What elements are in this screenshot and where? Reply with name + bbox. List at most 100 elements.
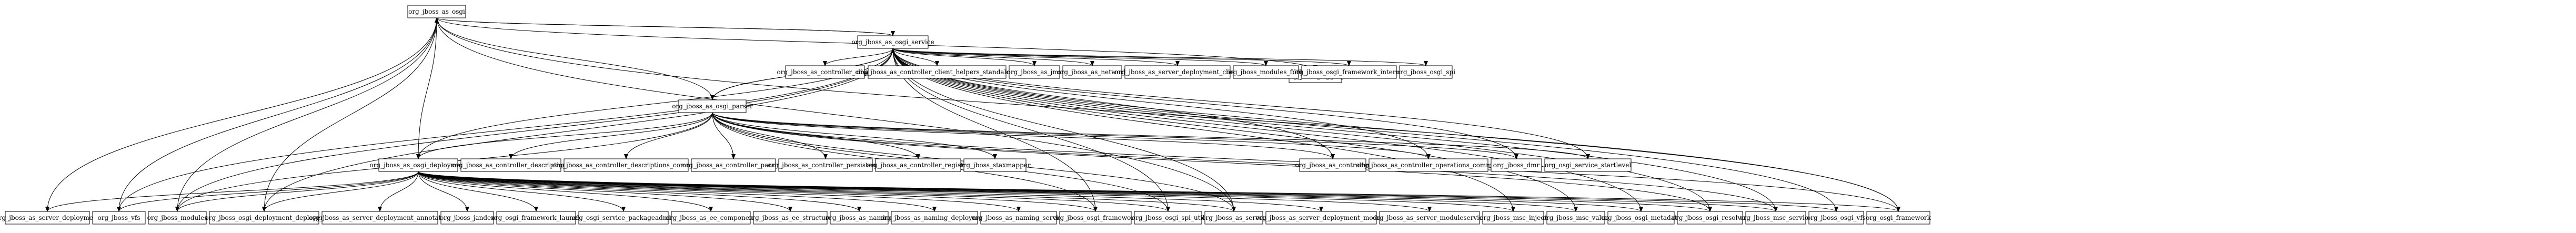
edge-deployment-to-ee_component <box>418 171 713 212</box>
node-box-ee_component <box>671 211 751 225</box>
node-label-modules: org_jboss_modules <box>147 214 208 221</box>
edge-osgi-to-org_osgi_framework <box>436 17 1900 212</box>
edge-parser-to-service_platform <box>712 112 1590 159</box>
node-box-modules <box>148 211 207 225</box>
edge-deployment-to-osgi_resolver <box>418 171 1712 212</box>
edge-deployment-to-naming <box>418 171 861 212</box>
node-deployment: org_jboss_as_osgi_deployment <box>369 158 467 172</box>
node-server_deployment: org_jboss_as_server_deployment <box>0 211 100 225</box>
node-controller_descriptions_common: org_jboss_as_controller_descriptions_com… <box>552 158 700 172</box>
node-controller_persistence: org_jboss_as_controller_persistence <box>768 158 883 172</box>
node-box-framework_launch <box>496 211 576 225</box>
node-box-framework_internal <box>1301 65 1397 79</box>
node-msc_inject: org_jboss_msc_inject <box>1480 211 1547 225</box>
node-label-controller_descriptions_common: org_jboss_as_controller_descriptions_com… <box>552 161 700 169</box>
node-label-service: org_jboss_as_osgi_service <box>851 38 934 46</box>
edge-deployment-to-jandex <box>418 171 469 212</box>
edge-service-to-osgi_resolver <box>892 48 1712 212</box>
edge-service-to-deployment <box>416 48 893 159</box>
node-box-naming_service <box>980 211 1057 225</box>
edge-osgi-to-as_server <box>436 17 1236 212</box>
node-box-controller_persistence <box>778 158 873 172</box>
dependency-edges <box>45 17 1900 212</box>
edge-service-to-controller_operations_common <box>892 48 1431 159</box>
node-label-server_deployment_module: org_jboss_as_server_deployment_module <box>1255 214 1387 221</box>
edge-parser-to-controller_operations_common <box>712 112 1431 159</box>
node-box-controller_descriptions <box>460 158 561 172</box>
node-box-msc_value <box>1546 211 1605 225</box>
edge-parser-to-controller <box>712 112 1335 159</box>
edge-deployment-to-server_moduleservice <box>418 171 1432 212</box>
node-label-staxmapper: org_jboss_staxmapper <box>959 161 1030 169</box>
edge-deployment-to-naming_service <box>418 171 1021 212</box>
edge-deployment-to-as_server <box>418 171 1236 212</box>
edge-deployment-to-framework_launch <box>418 171 538 212</box>
edge-parser-to-deployment <box>416 112 713 159</box>
node-spi_util: org_jboss_osgi_spi_util <box>1132 211 1205 225</box>
node-service: org_jboss_as_osgi_service <box>851 35 934 49</box>
node-osgi_vfs: org_jboss_osgi_vfs <box>1807 211 1866 225</box>
node-label-msc_inject: org_jboss_msc_inject <box>1480 214 1547 221</box>
node-label-as_server: org_jboss_as_server <box>1202 214 1266 221</box>
node-label-controller_persistence: org_jboss_as_controller_persistence <box>768 161 883 169</box>
node-controller_client_helpers_standalone: org_jboss_as_controller_client_helpers_s… <box>857 65 1018 79</box>
node-label-osgi: org_jboss_as_osgi <box>408 8 465 15</box>
node-label-jandex: org_jboss_jandex <box>440 214 495 221</box>
node-ee_structure: org_jboss_as_ee_structure <box>748 211 832 225</box>
node-ee_component: org_jboss_as_ee_component <box>666 211 756 225</box>
node-framework_internal: org_jboss_osgi_framework_internal <box>1293 65 1406 79</box>
node-label-osgi_deployment_deployer: org_jboss_osgi_deployment_deployer <box>205 214 324 221</box>
edge-service-to-service_platform <box>892 48 1590 159</box>
node-box-controller_client <box>785 65 865 79</box>
node-msc_service: org_jboss_msc_service <box>1739 211 1812 225</box>
node-box-org_osgi_framework <box>1866 211 1930 225</box>
edge-service-to-osgi_vfs <box>892 48 1838 212</box>
node-label-msc_value: org_jboss_msc_value <box>1543 214 1609 221</box>
edge-deployment-to-msc_service <box>418 171 1778 212</box>
edge-service-to-controller_client <box>823 48 893 66</box>
edge-service-to-osgi_deployment_deployer <box>262 48 893 212</box>
node-controller_parsing: org_jboss_as_controller_parsing <box>682 158 785 172</box>
node-osgi_deployment_deployer: org_jboss_osgi_deployment_deployer <box>205 211 324 225</box>
node-box-osgi_framework <box>1059 211 1132 225</box>
edge-service-to-network <box>892 48 1094 66</box>
node-label-ee_component: org_jboss_as_ee_component <box>666 214 756 221</box>
node-label-server_deployment: org_jboss_as_server_deployment <box>0 214 100 221</box>
node-box-service_packageadmin <box>578 211 669 225</box>
node-modules_filter: org_jboss_modules_filter <box>1226 65 1305 79</box>
node-modules: org_jboss_modules <box>147 211 208 225</box>
edge-service-to-msc_inject <box>892 48 1515 212</box>
edge-service-to-spi_util <box>892 48 1170 212</box>
edge-parser-to-dmr <box>712 112 1518 159</box>
node-label-osgi_vfs: org_jboss_osgi_vfs <box>1807 214 1866 221</box>
node-controller_registry: org_jboss_as_controller_registry <box>867 158 970 172</box>
node-box-msc_inject <box>1482 211 1544 225</box>
node-label-parser: org_jboss_as_osgi_parser <box>672 103 753 110</box>
node-label-spi_util: org_jboss_osgi_spi_util <box>1132 214 1205 221</box>
node-controller_client: org_jboss_as_controller_client <box>777 65 873 79</box>
node-box-staxmapper <box>963 158 1027 172</box>
node-box-osgi <box>407 5 466 18</box>
node-label-controller: org_jboss_as_controller <box>1295 161 1371 169</box>
edge-deployment-to-ee_structure <box>418 171 792 212</box>
node-label-controller_client_helpers_standalone: org_jboss_as_controller_client_helpers_s… <box>857 68 1018 76</box>
node-box-msc_service <box>1745 211 1806 225</box>
node-server_moduleservice: org_jboss_as_server_moduleservice <box>1373 211 1486 225</box>
node-box-modules_filter <box>1233 65 1299 79</box>
node-label-controller_parsing: org_jboss_as_controller_parsing <box>682 161 785 169</box>
node-server_deployment_client: org_jboss_as_server_deployment_client <box>1115 65 1241 79</box>
edge-parser-to-osgi_resolver <box>712 112 1712 212</box>
node-label-naming: org_jboss_as_naming <box>826 214 893 221</box>
node-box-controller <box>1299 158 1366 172</box>
edge-deployment-to-osgi <box>418 17 439 159</box>
node-staxmapper: org_jboss_staxmapper <box>959 158 1031 172</box>
node-msc_value: org_jboss_msc_value <box>1543 211 1609 225</box>
edge-service-to-msc_service <box>892 48 1778 212</box>
node-label-server_deployment_annotation: org_jboss_as_server_deployment_annotatio… <box>309 214 451 221</box>
node-label-controller_operations_common: org_jboss_as_controller_operations_commo… <box>1357 161 1500 169</box>
node-label-naming_service: org_jboss_as_naming_service <box>972 214 1065 221</box>
node-box-server_moduleservice <box>1379 211 1480 225</box>
node-box-server_deployment_client <box>1124 65 1231 79</box>
node-naming_service: org_jboss_as_naming_service <box>972 211 1065 225</box>
node-server_deployment_annotation: org_jboss_as_server_deployment_annotatio… <box>309 211 451 225</box>
